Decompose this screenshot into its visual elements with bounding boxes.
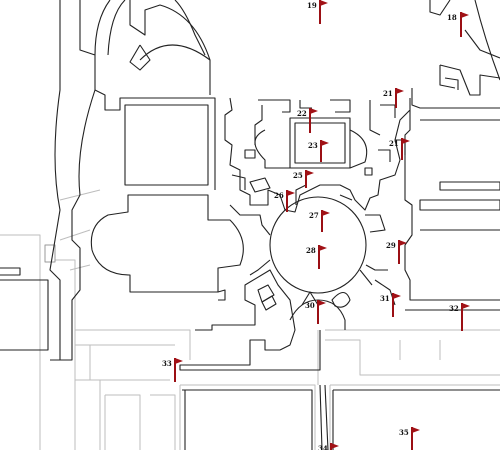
- flag-icon: [319, 245, 327, 251]
- marker-number-label: 33: [162, 359, 172, 368]
- flag-icon: [306, 170, 314, 176]
- flag-pole: [392, 293, 394, 317]
- marker-number-label: 27: [309, 211, 319, 220]
- flag-pole: [461, 303, 463, 331]
- flag-pole: [174, 358, 176, 382]
- marker-number-label: 29: [386, 241, 396, 250]
- marker-number-label: 21: [383, 89, 393, 98]
- flag-pole: [317, 300, 319, 324]
- flag-pole: [401, 138, 403, 160]
- marker-number-label: 21: [389, 139, 399, 148]
- marker-number-label: 22: [297, 109, 307, 118]
- flag-pole: [320, 140, 322, 162]
- flag-icon: [461, 12, 469, 18]
- marker-number-label: 30: [305, 301, 315, 310]
- marker-number-label: 26: [274, 191, 284, 200]
- flag-icon: [320, 0, 328, 6]
- flag-pole: [411, 427, 413, 450]
- flag-icon: [175, 358, 183, 364]
- flag-icon: [287, 190, 295, 196]
- flag-pole: [286, 190, 288, 212]
- flag-icon: [399, 240, 407, 246]
- flag-icon: [318, 300, 326, 306]
- flag-pole: [398, 240, 400, 264]
- flag-pole: [309, 108, 311, 133]
- marker-number-label: 34: [318, 444, 328, 450]
- marker-number-label: 19: [307, 1, 317, 10]
- flag-pole: [330, 443, 332, 450]
- marker-number-label: 32: [449, 304, 459, 313]
- flag-pole: [321, 210, 323, 232]
- marker-number-label: 35: [399, 428, 409, 437]
- grounds-paths: [0, 189, 500, 450]
- flag-icon: [331, 443, 339, 449]
- flag-icon: [393, 293, 401, 299]
- marker-number-label: 25: [293, 171, 303, 180]
- flag-icon: [396, 88, 404, 94]
- marker-number-label: 18: [447, 13, 457, 22]
- flag-icon: [321, 140, 329, 146]
- flag-pole: [319, 0, 321, 24]
- flag-icon: [412, 427, 420, 433]
- marker-number-label: 28: [306, 246, 316, 255]
- flag-pole: [318, 245, 320, 269]
- flag-pole: [460, 12, 462, 37]
- marker-number-label: 31: [380, 294, 390, 303]
- flag-icon: [462, 303, 470, 309]
- flag-icon: [322, 210, 330, 216]
- flag-icon: [310, 108, 318, 114]
- flag-pole: [305, 170, 307, 188]
- flag-pole: [395, 88, 397, 108]
- flag-icon: [402, 138, 410, 144]
- marker-number-label: 23: [308, 141, 318, 150]
